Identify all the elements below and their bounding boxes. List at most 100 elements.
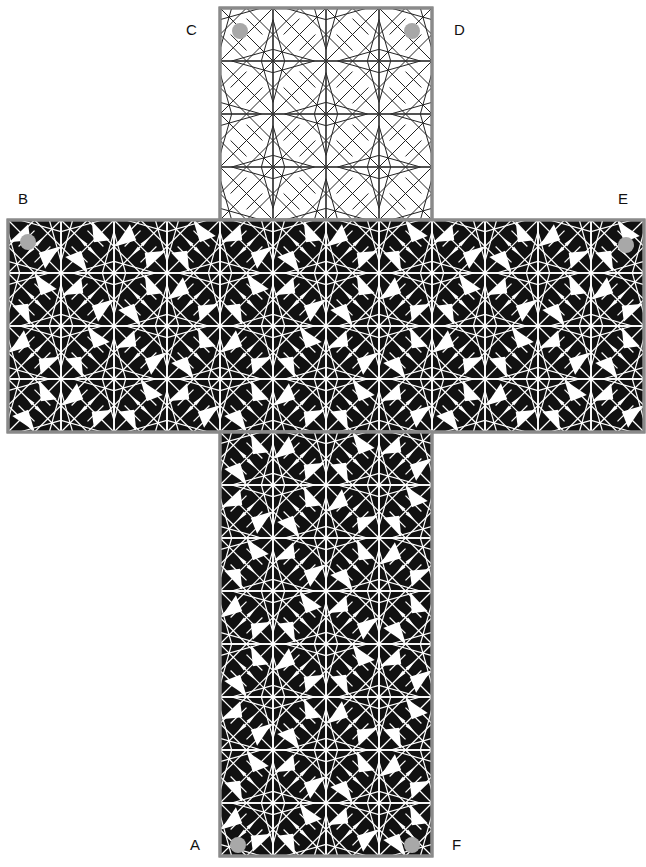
tile-border (273, 379, 326, 432)
corner-letter: B (18, 191, 28, 206)
pattern-line (591, 273, 644, 326)
pattern-line (19, 337, 35, 353)
pattern-line (390, 830, 406, 846)
pattern-line (579, 391, 591, 432)
tile-border (220, 432, 273, 485)
pattern-line (114, 338, 126, 379)
pattern-line (326, 208, 367, 220)
pattern-line (326, 750, 367, 762)
pattern-line (338, 579, 379, 591)
pattern-line (353, 247, 369, 263)
pattern-line (167, 326, 208, 338)
pattern-line (406, 814, 422, 830)
pattern-line (284, 247, 300, 263)
pattern-line (300, 141, 316, 157)
pattern-line (8, 273, 49, 285)
pattern-line (379, 326, 432, 379)
pattern-line (353, 379, 380, 406)
pattern-tile (114, 379, 167, 432)
pattern-line (379, 8, 432, 61)
pattern-line (220, 485, 247, 512)
pattern-line (114, 220, 141, 247)
pattern-tile (273, 485, 326, 538)
tile-border (379, 167, 432, 220)
pattern-line (459, 353, 475, 369)
pattern-line (485, 391, 497, 432)
pattern-line (326, 803, 379, 856)
pattern-line (326, 432, 338, 473)
pattern-line (406, 602, 422, 618)
pattern-line (406, 114, 433, 141)
pattern-line (565, 300, 592, 327)
pattern-line (379, 485, 391, 526)
pattern-line (353, 777, 380, 804)
pattern-line (391, 261, 432, 273)
pattern-tile (220, 167, 273, 220)
pattern-line (379, 247, 406, 274)
pattern-line (618, 353, 645, 380)
pattern-line (88, 273, 115, 300)
pattern-line (314, 379, 326, 420)
pattern-line (220, 750, 261, 762)
pattern-line (379, 697, 391, 738)
pattern-line (300, 591, 327, 618)
pattern-line (220, 618, 247, 645)
pattern-line (432, 273, 459, 300)
pattern-line (220, 141, 247, 168)
pattern-line (406, 618, 433, 645)
tile-border (326, 432, 379, 485)
pattern-line (61, 220, 114, 273)
pattern-line (247, 443, 263, 459)
pattern-line (367, 762, 379, 803)
pattern-line (314, 114, 326, 155)
pattern-tile (379, 61, 432, 114)
pattern-tile (273, 538, 326, 591)
pattern-line (432, 353, 459, 380)
pattern-line (231, 231, 247, 247)
pattern-line (367, 285, 379, 326)
pattern-line (88, 300, 115, 327)
pattern-line (167, 247, 194, 274)
pattern-line (231, 459, 247, 475)
pattern-line (273, 167, 326, 220)
pattern-line (247, 459, 274, 486)
pattern-line (538, 247, 565, 274)
pattern-line (406, 485, 433, 512)
pattern-line (379, 167, 432, 220)
pattern-line (326, 591, 353, 618)
pattern-line (273, 803, 326, 856)
pattern-tile (379, 697, 432, 750)
pattern-line (285, 738, 326, 750)
pattern-line (261, 803, 273, 844)
pattern-line (273, 803, 314, 815)
pattern-line (338, 61, 379, 73)
pattern-line (379, 697, 406, 724)
pattern-line (432, 406, 459, 433)
pattern-line (406, 750, 433, 777)
pattern-line (273, 326, 314, 338)
tile-border (167, 220, 220, 273)
pattern-line (379, 141, 406, 168)
pattern-line (247, 750, 274, 777)
pattern-line (232, 803, 273, 815)
pattern-line (618, 379, 645, 406)
pattern-tile (326, 485, 379, 538)
pattern-line (326, 632, 367, 644)
pattern-line (367, 20, 379, 61)
pattern-line (247, 538, 274, 565)
pattern-line (326, 8, 379, 61)
pattern-line (220, 459, 247, 486)
pattern-line (285, 208, 326, 220)
pattern-line (406, 273, 433, 300)
pattern-line (88, 337, 104, 353)
tile-border (220, 591, 273, 644)
corner-dot (20, 234, 36, 250)
pattern-line (379, 750, 432, 803)
pattern-line (35, 390, 51, 406)
pattern-line (284, 655, 300, 671)
pattern-line (390, 19, 406, 35)
pattern-line (326, 273, 379, 326)
pattern-line (353, 326, 380, 353)
pattern-line (326, 167, 353, 194)
